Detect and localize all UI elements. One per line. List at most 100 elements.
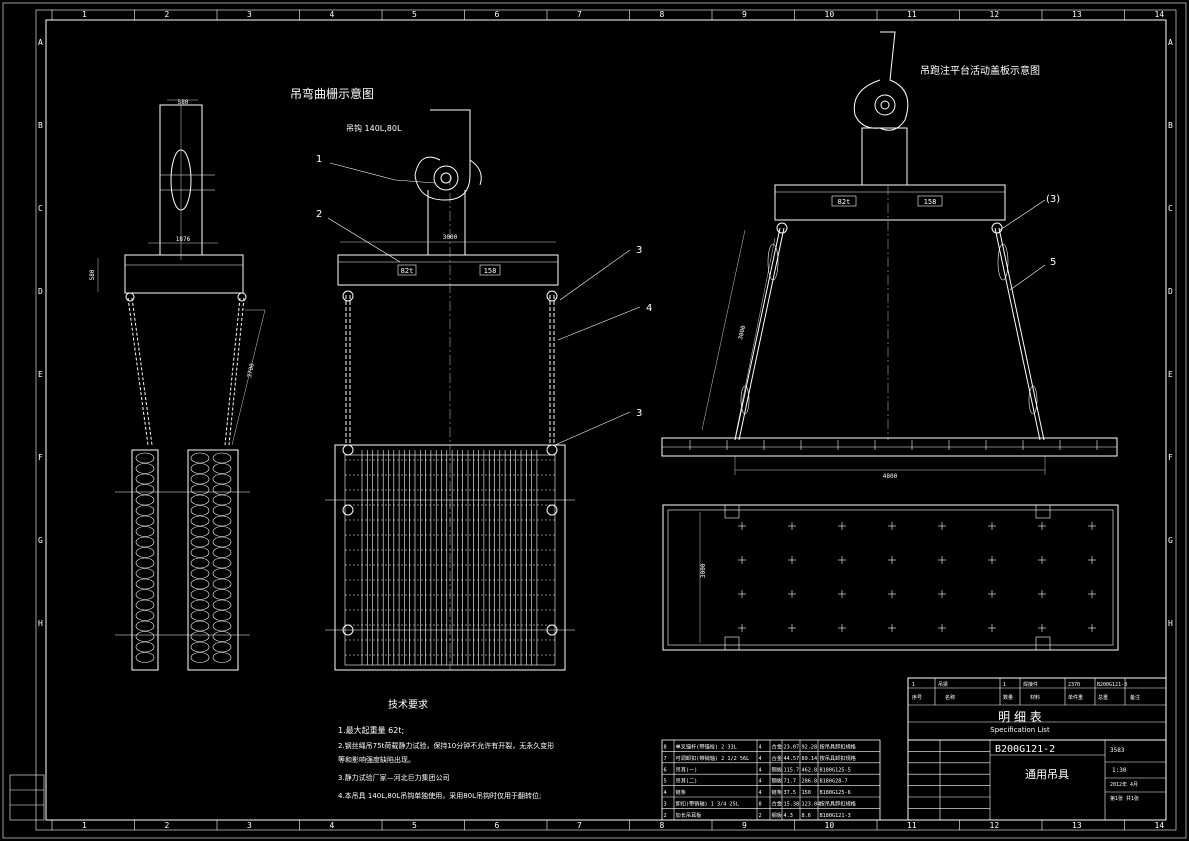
zone-row-right: D	[1168, 287, 1173, 296]
parts-cell: 4	[759, 756, 762, 762]
date: 2012年 4月	[1110, 781, 1138, 788]
svg-text:材料: 材料	[1030, 694, 1040, 701]
parts-cell: B180G28-7	[820, 779, 848, 785]
callout-3b: 3	[636, 408, 642, 419]
zone-col-top: 12	[990, 10, 1000, 19]
svg-text:备注: 备注	[1130, 694, 1140, 701]
stamp-box	[9, 774, 45, 821]
parts-cell: 15.38	[784, 802, 800, 808]
left-view-title: 吊弯曲栅示意图	[290, 86, 374, 101]
zone-col-top: 6	[495, 10, 500, 19]
parts-cell: 钢板	[772, 765, 783, 773]
tech-req-1: 1.最大起重量 62t;	[338, 725, 404, 735]
parts-cell: 115.7	[784, 767, 800, 773]
parts-cell: 286.8	[802, 779, 818, 785]
zone-col-top: 10	[825, 10, 835, 19]
svg-text:吊梁: 吊梁	[938, 681, 948, 688]
parts-cell: 加长吊耳板	[676, 811, 703, 819]
parts-cell: 4.3	[784, 813, 793, 819]
callout-4: 4	[646, 303, 652, 314]
hook-label: 吊钩 140L,80L	[346, 123, 402, 133]
callout-r5: 5	[1050, 257, 1056, 268]
parts-cell: 123.04	[802, 802, 821, 808]
zone-col-top: 7	[577, 10, 582, 19]
parts-cell: 4	[759, 767, 762, 773]
parts-cell: 71.7	[784, 779, 797, 785]
total-weight: 3583	[1110, 747, 1125, 754]
zone-row-left: E	[38, 370, 43, 379]
parts-cell: 3	[664, 802, 667, 808]
weight-label-a: 82t	[401, 267, 414, 275]
tech-req-2b: 等和影响强度缺陷出现。	[338, 755, 415, 764]
right-weight-a: 82t	[838, 198, 851, 206]
zone-row-left: D	[38, 287, 43, 296]
parts-cell: 2	[664, 813, 667, 819]
right-view-title: 吊跑注平台活动盖板示意图	[920, 64, 1040, 77]
zone-col-top: 9	[742, 10, 747, 19]
svg-text:580: 580	[89, 269, 96, 280]
zone-col-bottom: 6	[495, 821, 500, 830]
parts-cell: 8.6	[802, 813, 811, 819]
zone-col-bottom: 1	[82, 821, 87, 830]
dim-left-top: 580	[178, 99, 189, 106]
parts-cell: 按吊具卸扣规格	[820, 800, 857, 808]
title-block: 1 吊梁 1 焊接件 2370 B200G121-3 序号 名称 数量 材料 单…	[907, 677, 1167, 821]
callout-1: 1	[316, 154, 322, 165]
tech-req-title: 技术要求	[388, 698, 428, 711]
parts-cell: 6	[664, 767, 667, 773]
tech-req-2: 2.钢丝绳吊75t荷载静力试验，保持10分钟不允许有开裂，无永久变形	[338, 741, 554, 750]
drawing-number: B200G121-2	[995, 744, 1055, 755]
zone-row-left: A	[38, 38, 43, 47]
parts-cell: B180G125-5	[820, 767, 851, 773]
svg-text:序号: 序号	[912, 694, 922, 701]
zone-col-bottom: 9	[742, 821, 747, 830]
zone-row-right: E	[1168, 370, 1173, 379]
parts-cell: 7	[664, 756, 667, 762]
svg-text:1: 1	[912, 682, 915, 688]
zone-col-bottom: 8	[660, 821, 665, 830]
parts-cell: 按吊具卸扣规格	[820, 743, 857, 751]
zone-col-top: 1	[82, 10, 87, 19]
dim-right-span: 4800	[883, 473, 898, 480]
parts-cell: 37.5	[784, 790, 797, 796]
inner-frame	[45, 19, 1167, 821]
left-side-view: 580 1876 580 3700	[89, 99, 266, 671]
callout-r3: (3)	[1046, 194, 1060, 205]
svg-text:3700: 3700	[246, 362, 256, 378]
right-weight-b: 158	[924, 198, 937, 206]
tech-requirements: 技术要求 1.最大起重量 62t; 2.钢丝绳吊75t荷载静力试验，保持10分钟…	[338, 698, 554, 800]
parts-cell: B180G125-6	[820, 790, 851, 796]
parts-cell: 链条	[676, 788, 686, 796]
parts-cell: 23.07	[784, 745, 800, 751]
zone-col-top: 4	[330, 10, 335, 19]
zone-col-bottom: 11	[907, 821, 917, 830]
svg-text:1876: 1876	[176, 236, 191, 243]
zone-row-left: G	[38, 536, 43, 545]
tech-req-4: 4.本吊具 140L,80L吊钩单独使用，采用80L吊钩时仅用于翻转位;	[338, 791, 541, 800]
parts-cell: 合金	[772, 743, 783, 751]
tech-req-3: 3.静力试验厂家—河北巨力集团公司	[338, 773, 450, 782]
parts-cell: 4	[759, 790, 762, 796]
parts-cell: 卸扣(带销轴) 1 3/4 25L	[676, 800, 739, 808]
svg-text:名称: 名称	[945, 694, 955, 701]
parts-cell: 2	[759, 813, 762, 819]
zone-col-bottom: 5	[412, 821, 417, 830]
zone-row-left: H	[38, 619, 43, 628]
parts-cell: 44.57	[784, 756, 800, 762]
callout-2: 2	[316, 209, 322, 220]
parts-cell: 钢板	[772, 777, 783, 785]
parts-cell: 4	[759, 745, 762, 751]
callout-3a: 3	[636, 245, 642, 256]
svg-text:焊接件: 焊接件	[1023, 681, 1038, 688]
zone-row-right: H	[1168, 619, 1173, 628]
svg-text:单件重: 单件重	[1068, 694, 1083, 701]
svg-text:2370: 2370	[1068, 682, 1080, 688]
zone-row-right: G	[1168, 536, 1173, 545]
zone-row-right: B	[1168, 121, 1173, 130]
parts-cell: 4	[759, 779, 762, 785]
zone-frame	[35, 9, 1177, 831]
parts-cell: 8	[664, 745, 667, 751]
weight-label-b: 158	[484, 267, 497, 275]
